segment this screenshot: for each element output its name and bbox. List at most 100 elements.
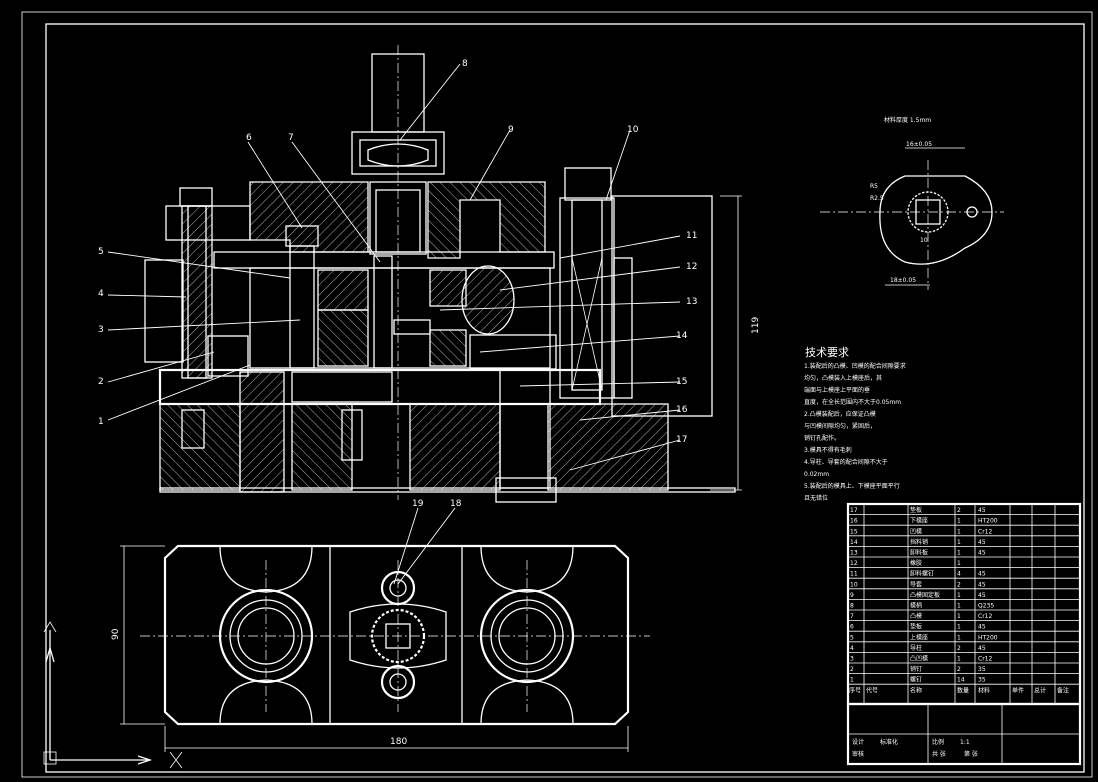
bom-cell: 45 (978, 507, 986, 514)
tb-design: 设计 (852, 738, 864, 746)
part-no-17: 17 (676, 435, 687, 445)
part-no-13: 13 (686, 297, 697, 307)
tech-line-5: 2.凸模装配后，应保证凸模 (804, 410, 876, 418)
tb-standard: 标准化 (880, 738, 898, 746)
part-no-16: 16 (676, 405, 688, 415)
bom-cell: 卸料螺钉 (910, 570, 934, 578)
tech-line-3: 端面与上模座上平面的垂 (804, 386, 870, 394)
bom-cell: 17 (850, 507, 858, 514)
bom-header-cell: 数量 (957, 686, 969, 694)
tech-requirements: 技术要求 1.装配后的凸模、凹模的配合间隙要求 均匀，凸模装入上模座后，其 端面… (804, 346, 906, 502)
bom-cell: 7 (850, 613, 854, 620)
part-no-5: 5 (98, 247, 104, 257)
tech-line-10: 0.02mm (804, 471, 829, 478)
dim-detail-bore: 10 (920, 237, 928, 244)
bom-cell: 45 (978, 645, 986, 652)
bom-cell: 凸模固定板 (910, 591, 940, 599)
bom-cell: 2 (957, 666, 961, 673)
bom-cell: 1 (957, 550, 961, 557)
bom-cell: Cr12 (978, 656, 992, 663)
bom-cell: 2 (957, 581, 961, 588)
dim-plan-width: 180 (390, 737, 407, 747)
dim-overall-height: 119 (751, 317, 761, 334)
bom-cell: 导柱 (910, 644, 922, 652)
tech-line-9: 4.导柱、导套的配合间隙不大于 (804, 458, 888, 466)
bom-header-cell: 名称 (910, 686, 922, 694)
bom-cell: 11 (850, 571, 858, 578)
tech-line-2: 均匀，凸模装入上模座后，其 (804, 374, 882, 382)
bom-cell: 35 (978, 677, 986, 684)
part-no-11: 11 (686, 231, 697, 241)
tb-scale: 1:1 (960, 739, 970, 746)
bom-cell: 4 (850, 645, 854, 652)
bom-header-cell: 代号 (866, 686, 878, 694)
bom-cell: 下模座 (910, 517, 928, 525)
bom-cell: 1 (850, 677, 854, 684)
bom-cell: 45 (978, 592, 986, 599)
bom-header-cell: 单件 (1012, 686, 1024, 694)
tb-review: 审核 (852, 750, 864, 758)
part-no-18: 18 (450, 499, 462, 509)
bom-cell: 凸模 (910, 612, 922, 620)
bom-cell: 45 (978, 550, 986, 557)
part-detail: 材料厚度 1.5mm 16±0.05 R5 R2.5 10 18±0.05 (820, 116, 1004, 290)
inner-frame (45, 23, 1085, 773)
bom-cell: 45 (978, 581, 986, 588)
part-no-10: 10 (627, 125, 639, 135)
outer-frame (21, 11, 1093, 778)
bom-cell: Q235 (978, 603, 994, 610)
bom-cell: 45 (978, 624, 986, 631)
tech-line-4: 直度，在全长范围内不大于0.05mm (804, 398, 901, 406)
bom-cell: 螺钉 (910, 676, 922, 684)
bom-header-cell: 备注 (1057, 686, 1069, 694)
tech-line-12: 且无错位 (804, 494, 828, 502)
part-no-3: 3 (98, 325, 104, 335)
bom-cell: 1 (957, 528, 961, 535)
bom-cell: 8 (850, 603, 854, 610)
bom-cell: 1 (957, 624, 961, 631)
tech-line-6: 与凹模间隙均匀，紧固后， (804, 422, 876, 430)
bom-cell: HT200 (978, 518, 998, 525)
tech-line-11: 5.装配后的模具上、下模座平面平行 (804, 482, 900, 490)
part-no-15: 15 (676, 377, 687, 387)
bom-cell: 1 (957, 592, 961, 599)
part-no-9: 9 (508, 125, 514, 135)
bom-cell: 1 (957, 613, 961, 620)
bom-cell: 13 (850, 550, 858, 557)
tb-sheets: 共 张 (932, 750, 946, 758)
bom-cell: 10 (850, 581, 858, 588)
thickness-note: 材料厚度 1.5mm (884, 116, 931, 124)
bom-header-cell: 总计 (1034, 686, 1046, 694)
tech-line-1: 1.装配后的凸模、凹模的配合间隙要求 (804, 362, 906, 370)
part-no-6: 6 (246, 133, 252, 143)
part-no-19: 19 (412, 499, 424, 509)
tech-line-7: 销钉孔配作。 (804, 434, 840, 442)
bom-cell: 销钉 (910, 665, 922, 673)
bom-cell: 14 (850, 539, 858, 546)
bom-cell: 35 (978, 666, 986, 673)
bom-cell: 1 (957, 634, 961, 641)
bom-cell: 橡胶 (910, 559, 922, 567)
bom-cell: 1 (957, 518, 961, 525)
tb-sheet-no: 第 张 (964, 750, 978, 758)
bom-cell: 14 (957, 677, 965, 684)
dim-detail-pitch: 18±0.05 (890, 277, 916, 284)
bom-cell: 6 (850, 624, 854, 631)
dim-detail-r5: R5 (870, 183, 878, 190)
dim-detail-width: 16±0.05 (906, 141, 932, 148)
bom-cell: 9 (850, 592, 854, 599)
ucs-icon (43, 621, 183, 769)
bom-cell: 15 (850, 528, 858, 535)
part-no-12: 12 (686, 262, 697, 272)
bom-cell: 2 (957, 645, 961, 652)
bom-cell: 3 (850, 656, 854, 663)
bom-cell: Cr12 (978, 613, 992, 620)
bom-cell: 2 (850, 666, 854, 673)
part-no-14: 14 (676, 331, 688, 341)
bom-cell: 1 (957, 539, 961, 546)
plan-view: 90 180 (111, 544, 650, 752)
bom-cell: 1 (957, 603, 961, 610)
bom-cell: 12 (850, 560, 858, 567)
